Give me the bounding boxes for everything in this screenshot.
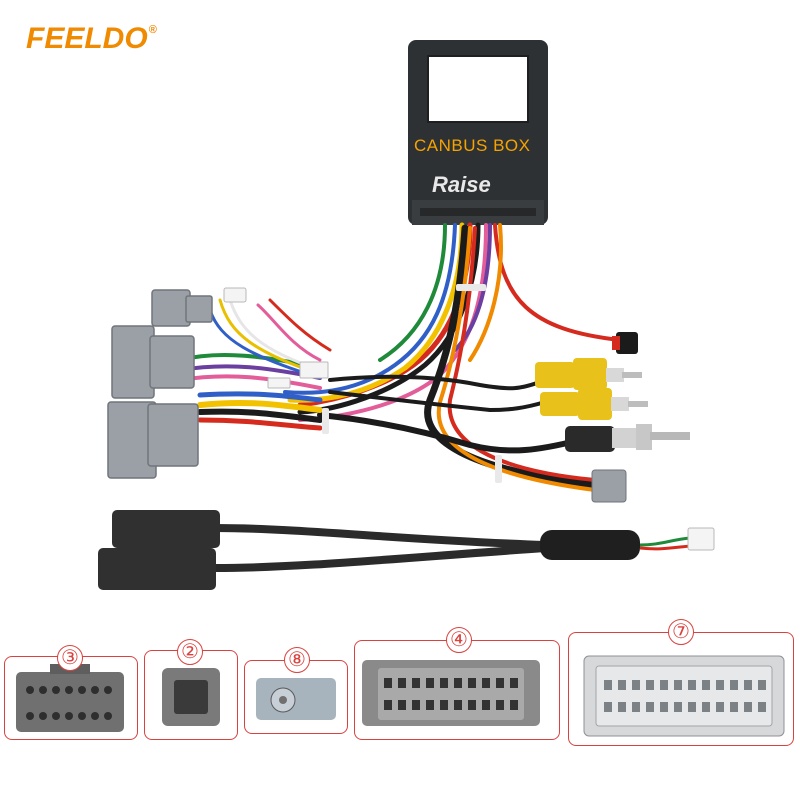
connector-face-2: [162, 668, 220, 726]
small-white-plugs: [223, 287, 329, 389]
gray-small-plug: [591, 469, 627, 503]
canbus-box-label: CANBUS BOX: [414, 136, 531, 155]
rca-plug-upper: [535, 358, 642, 390]
connector-number-4: ④: [446, 627, 472, 653]
red-black-plug: [612, 332, 638, 354]
brand-logo: FEELDO®: [26, 22, 157, 56]
connector-face-4: [362, 660, 540, 726]
zip-ties: [322, 284, 502, 483]
connector-panel-4: [354, 640, 560, 740]
usb-cables: [98, 510, 715, 590]
antenna-plug: [565, 424, 690, 452]
rca-plug-lower: [540, 388, 648, 420]
connector-face-7: [583, 655, 785, 737]
brand-name: FEELDO: [26, 22, 148, 55]
connector-number-8: ⑧: [284, 647, 310, 673]
canbus-box: [408, 40, 548, 225]
connector-panel-7: [568, 632, 794, 746]
connector-face-8: [256, 678, 336, 720]
connector-number-7: ⑦: [668, 619, 694, 645]
connector-number-3: ③: [57, 645, 83, 671]
gray-plugs: [107, 289, 213, 479]
wire-bundle: [178, 222, 622, 492]
canbus-box-print: Raise: [432, 172, 491, 197]
registered-mark: ®: [148, 24, 157, 36]
connector-number-2: ②: [177, 639, 203, 665]
